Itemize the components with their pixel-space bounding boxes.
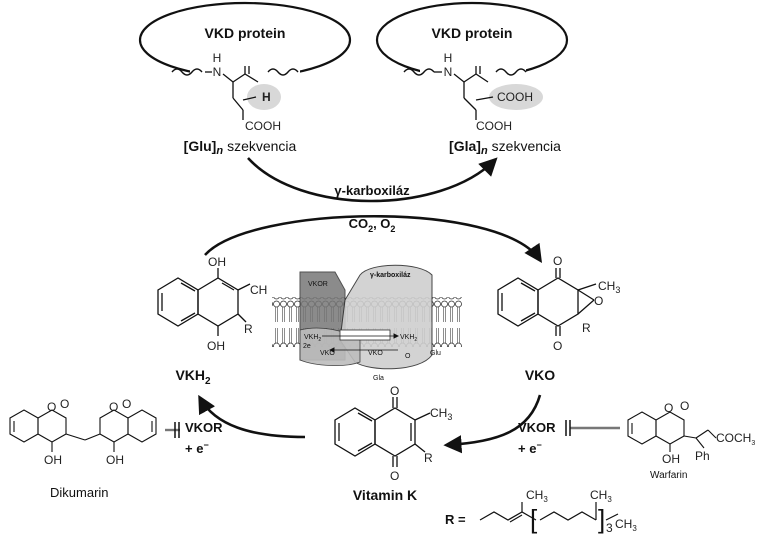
vkh2-ch3: CH <box>250 283 267 297</box>
membrane-2e: 2e <box>303 343 311 350</box>
vitamin-k-label: Vitamin K <box>353 487 417 503</box>
vitamin-k-r: R <box>424 451 433 465</box>
r-group-label: R = <box>445 512 466 527</box>
warfarin-acyl: COCH3 <box>716 431 755 447</box>
vkh2-r: R <box>244 322 253 336</box>
r-group: R = CH3 [ CH3 ] 3 CH3 <box>445 488 637 535</box>
vitamin-k-o-top: O <box>390 384 399 398</box>
glu-caption: [Glu]n szekvencia <box>184 138 297 157</box>
vkd-protein-glu: VKD protein H N H COOH [Glu]n szekvencia <box>138 1 352 157</box>
dikumarin-oh2: OH <box>106 453 124 467</box>
dikumarin-oh1: OH <box>44 453 62 467</box>
membrane-vko-left: VKO <box>320 350 335 357</box>
vko-label: VKO <box>525 367 555 383</box>
carboxylation-arrow: γ-karboxiláz <box>247 157 498 203</box>
glu-bracket: [Glu] <box>184 138 217 154</box>
cycle-top-arrow: CO2, O2 <box>204 214 543 264</box>
membrane-vkh2-left: VKH2 <box>304 334 321 343</box>
warfarin-label: Warfarin <box>650 470 687 481</box>
vkor-left-electron: + e− <box>185 440 209 456</box>
vitamin-k-structure <box>334 397 431 467</box>
dikumarin-structure <box>9 409 157 452</box>
vkor-left-label: VKOR <box>185 420 223 435</box>
membrane-vkh2-right: VKH2 <box>400 334 417 343</box>
warfarin-structure <box>627 411 717 452</box>
vko-ch3: CH3 <box>598 279 620 295</box>
membrane-vko-mid: VKO <box>368 350 383 357</box>
dikumarin-o1: O <box>47 400 56 414</box>
vkh2-oh-bottom: OH <box>207 339 225 353</box>
vko-r: R <box>582 321 591 335</box>
vitamin-k-o-bottom: O <box>390 469 399 483</box>
vko-o-bottom: O <box>553 339 562 353</box>
gla-caption: [Gla]n szekvencia <box>449 138 561 157</box>
vitamin-k-ch3: CH3 <box>430 406 452 422</box>
cooh-glu: COOH <box>245 119 281 133</box>
gla-szekvencia: szekvencia <box>492 138 561 154</box>
gla-n: n <box>481 145 488 157</box>
membrane-glu: Glu <box>430 350 441 357</box>
vkor-right-arrow: VKOR + e− <box>443 394 620 456</box>
vko-structure <box>497 268 597 336</box>
nh-n-right: N <box>444 65 453 79</box>
dikumarin-o2: O <box>60 397 69 411</box>
vkd-protein-gla: VKD protein H N COOH COOH [Gla]n szekvenc… <box>375 1 569 157</box>
vkd-protein-label-left: VKD protein <box>205 25 286 41</box>
h-atom-glu: H <box>262 90 271 104</box>
vkor-right-label: VKOR <box>518 420 556 435</box>
co2-o2-label: CO2, O2 <box>349 216 396 234</box>
membrane-vkor: VKOR <box>308 281 328 288</box>
warfarin-o2: O <box>680 399 689 413</box>
vkd-protein-label-right: VKD protein <box>432 25 513 41</box>
r-group-ch3-a: CH3 <box>526 488 548 504</box>
vkh2-structure <box>157 268 251 336</box>
warfarin-ph: Ph <box>695 449 710 463</box>
membrane-o2co2: O <box>405 353 411 360</box>
membrane-karboxilaz: γ-karboxiláz <box>370 272 411 279</box>
cooh-gla-top: COOH <box>497 90 533 104</box>
gla-bracket: [Gla] <box>449 138 481 154</box>
vko-o-epoxide: O <box>594 294 603 308</box>
nh-h-left: H <box>213 51 222 65</box>
warfarin-oh: OH <box>662 452 680 466</box>
r-group-ch3-c: CH3 <box>615 517 637 533</box>
glu-n: n <box>216 145 223 157</box>
warfarin-o1: O <box>664 401 673 415</box>
vkor-left-arrow: VKOR + e− <box>165 394 306 456</box>
vkor-right-electron: + e− <box>518 440 542 456</box>
vko-o-top: O <box>553 254 562 268</box>
membrane: VKOR γ-karboxiláz VKH2 VKH2 2e VKO VKO O… <box>272 264 462 382</box>
membrane-gla: Gla <box>373 375 384 382</box>
cooh-gla: COOH <box>476 119 512 133</box>
glu-szekvencia: szekvencia <box>227 138 296 154</box>
r-group-bracket-close: ] <box>598 504 605 534</box>
vkh2-label: VKH2 <box>175 367 211 387</box>
dikumarin-o4: O <box>122 397 131 411</box>
dikumarin-o3: O <box>109 400 118 414</box>
r-group-repeat: 3 <box>606 521 613 535</box>
nh-n-left: N <box>213 65 222 79</box>
vkh2-oh-top: OH <box>208 255 226 269</box>
r-group-bracket-open: [ <box>530 504 538 534</box>
r-group-ch3-b: CH3 <box>590 488 612 504</box>
dikumarin-label: Dikumarin <box>50 485 109 500</box>
nh-h-right: H <box>444 51 453 65</box>
carboxylase-label: γ-karboxiláz <box>334 183 410 198</box>
